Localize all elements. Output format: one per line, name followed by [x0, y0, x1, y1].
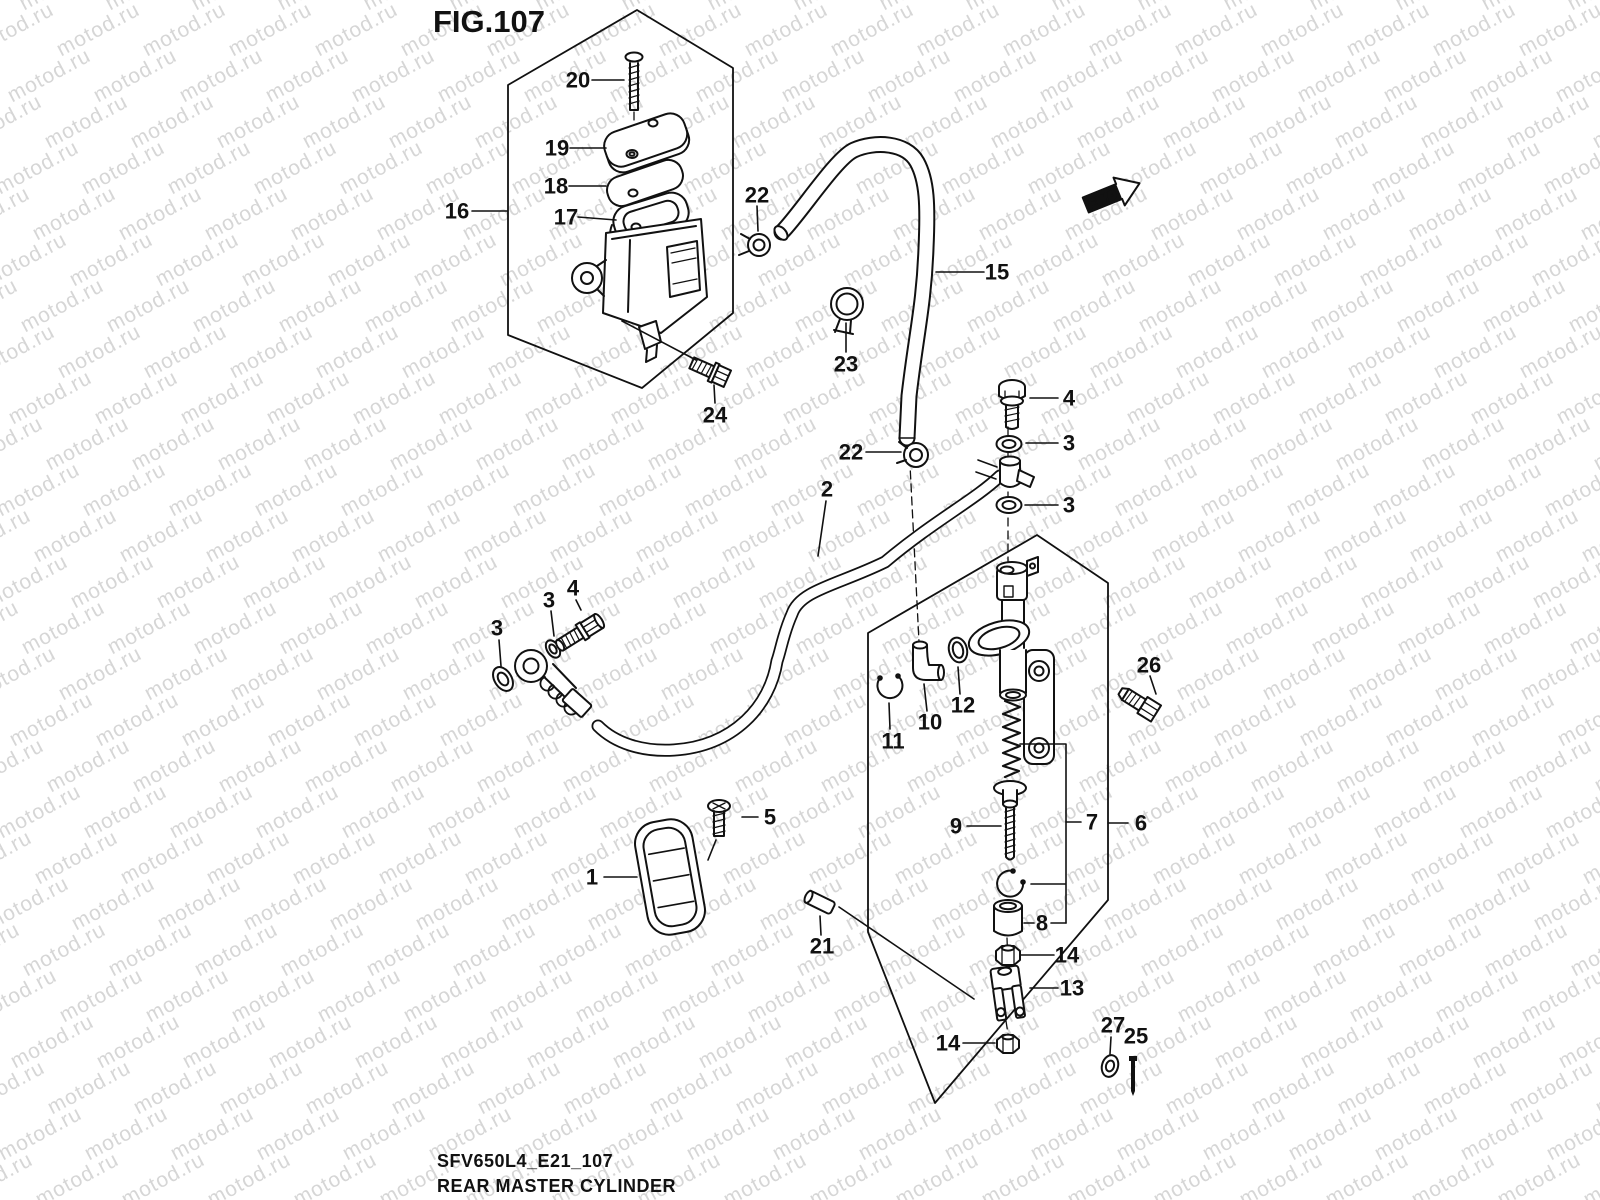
part-callout-9: 9 — [950, 814, 962, 839]
part-clamp-22-lower — [896, 441, 929, 468]
part-hose-15 — [773, 136, 936, 447]
assembly-box-6 — [867, 534, 1109, 1104]
part-hose2-ferrule — [561, 688, 593, 718]
part-callout-3: 3 — [543, 588, 555, 613]
part-callout-27: 27 — [1101, 1013, 1125, 1038]
part-pin-25 — [1129, 1056, 1137, 1096]
part-spring-7 — [1001, 699, 1022, 779]
part-callout-16: 16 — [445, 199, 469, 224]
part-rod-9 — [993, 780, 1027, 861]
part-clamp-22-upper — [738, 233, 771, 257]
leader-lines — [471, 79, 1157, 1055]
part-union — [975, 455, 1035, 488]
part-nut-14-lower — [996, 1033, 1020, 1054]
part-callout-11: 11 — [881, 729, 904, 754]
part-washer-3-mid — [995, 496, 1023, 514]
part-bolt-24 — [688, 356, 733, 388]
part-cover-1 — [634, 818, 706, 936]
part-callout-21: 21 — [810, 934, 834, 959]
part-circlip-7 — [996, 868, 1026, 898]
part-callout-22: 22 — [745, 183, 769, 208]
part-callout-2: 2 — [821, 477, 833, 502]
part-callout-19: 19 — [545, 136, 569, 161]
part-bolt-4-left — [555, 612, 606, 652]
part-callout-3: 3 — [1063, 493, 1075, 518]
part-callout-22: 22 — [839, 440, 863, 465]
part-callout-15: 15 — [985, 260, 1009, 285]
part-callout-4: 4 — [1063, 386, 1076, 411]
part-clevis-13 — [989, 964, 1026, 1022]
part-cap-19 — [603, 112, 691, 174]
part-bleeder-26 — [1117, 687, 1163, 723]
footer-title: REAR MASTER CYLINDER — [437, 1176, 677, 1196]
part-callout-4: 4 — [567, 576, 580, 601]
part-callout-13: 13 — [1060, 976, 1084, 1001]
fwd-arrow: FWD — [1081, 176, 1141, 214]
part-callout-20: 20 — [566, 68, 590, 93]
part-callout-12: 12 — [951, 693, 975, 718]
part-washer-27 — [1100, 1054, 1120, 1078]
bracket-7 — [1019, 743, 1067, 924]
part-callout-5: 5 — [764, 805, 776, 830]
part-callout-26: 26 — [1137, 653, 1161, 678]
part-elbow-10 — [912, 640, 945, 681]
part-oring-12 — [947, 636, 969, 664]
part-hose-2 — [591, 469, 1007, 757]
part-plate-18 — [606, 158, 684, 208]
part-callout-24: 24 — [703, 403, 728, 428]
part-reservoir-tank — [571, 218, 708, 363]
part-screw-5 — [707, 799, 731, 837]
part-callout-17: 17 — [554, 205, 578, 230]
part-callout-23: 23 — [834, 352, 858, 377]
part-screw-20 — [624, 51, 644, 111]
part-master-cylinder — [967, 556, 1055, 765]
part-callout-10: 10 — [918, 710, 942, 735]
footer: SFV650L4_E21_107 REAR MASTER CYLINDER — [437, 1149, 676, 1199]
part-cup-8 — [993, 899, 1023, 937]
part-washer-3-left — [492, 666, 514, 692]
part-washer-3-top — [995, 435, 1023, 453]
part-callout-25: 25 — [1124, 1024, 1148, 1049]
part-callout-14: 14 — [1055, 943, 1080, 968]
footer-code: SFV650L4_E21_107 — [437, 1151, 614, 1171]
part-callout-7: 7 — [1086, 810, 1098, 835]
part-bolt-4-top — [998, 379, 1026, 430]
figure-title: FIG.107 — [433, 4, 545, 39]
assembly-box-16 — [507, 9, 734, 389]
part-callout-14: 14 — [936, 1031, 961, 1056]
part-callout-6: 6 — [1135, 811, 1147, 836]
part-callout-3: 3 — [491, 616, 503, 641]
part-nut-14-upper — [995, 944, 1021, 966]
part-callout-3: 3 — [1063, 431, 1075, 456]
part-callout-8: 8 — [1036, 911, 1048, 936]
part-circlip-11 — [876, 673, 904, 699]
part-banjo-eye — [514, 649, 548, 683]
part-pin-21 — [803, 889, 836, 915]
part-callout-1: 1 — [586, 865, 598, 890]
part-clamp-23 — [830, 287, 864, 335]
part-callout-18: 18 — [544, 174, 568, 199]
